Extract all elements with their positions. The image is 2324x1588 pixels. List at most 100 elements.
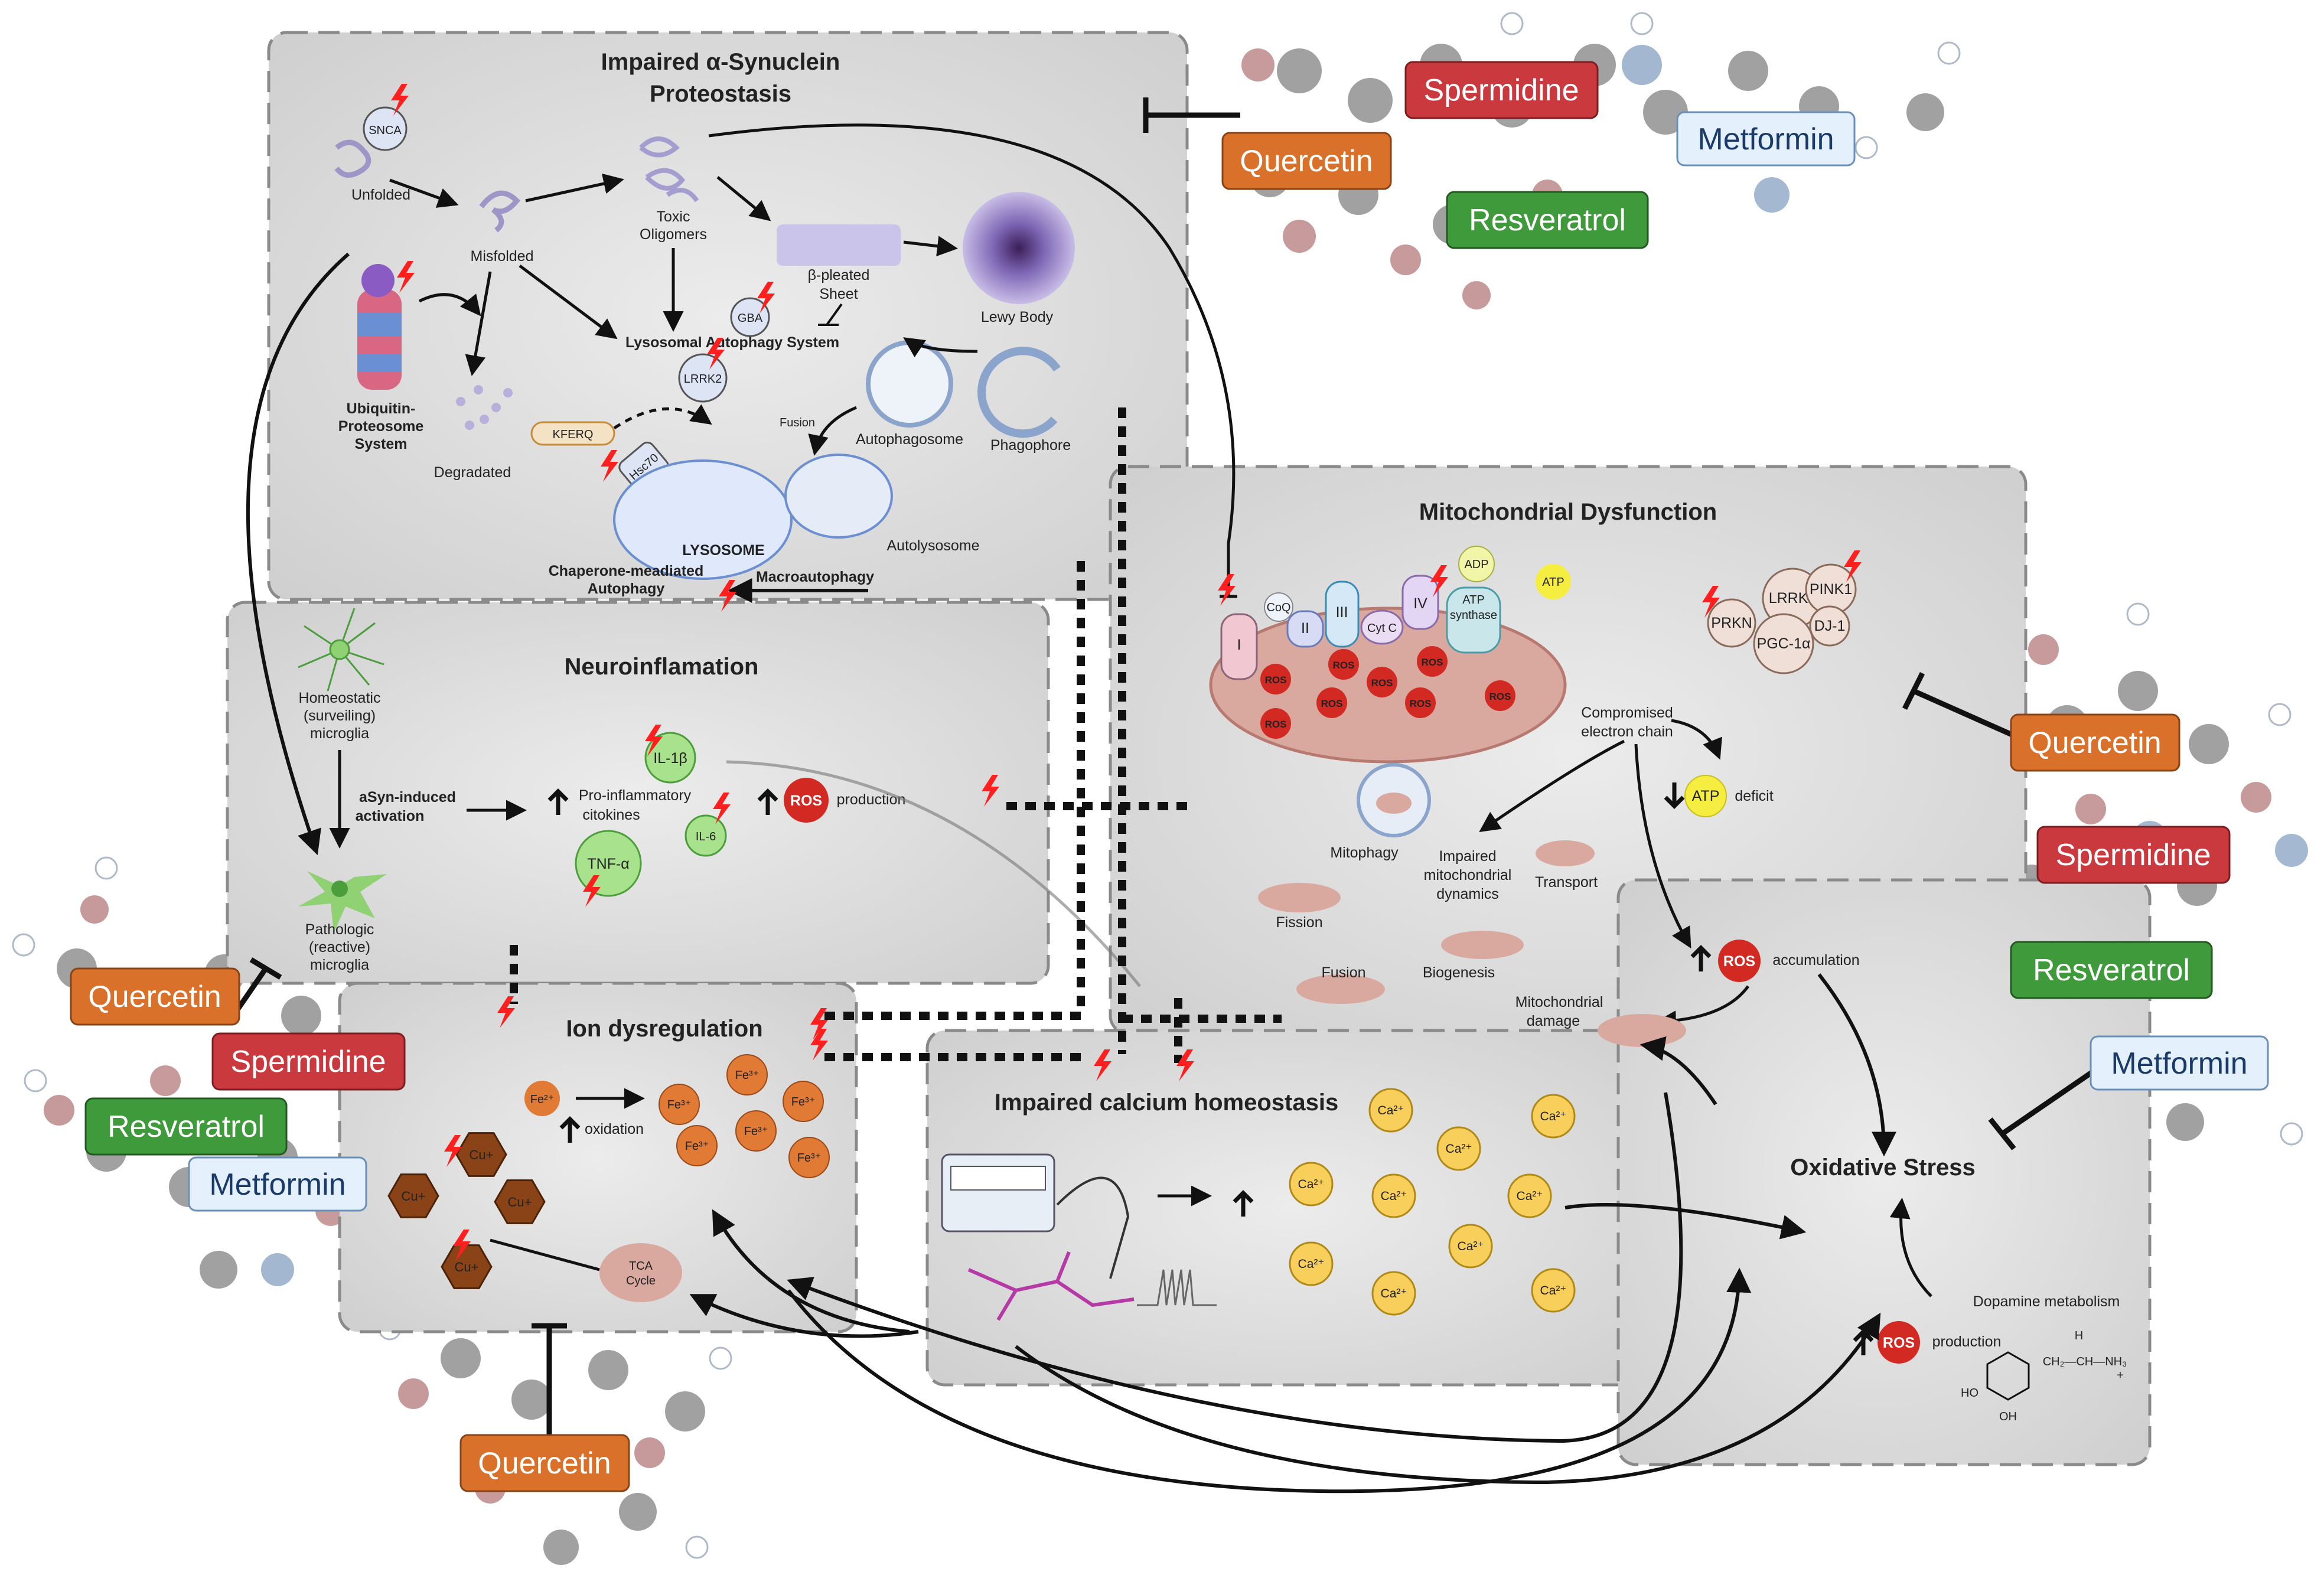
panel-frames: [226, 31, 2152, 1466]
svg-text:Quercetin: Quercetin: [478, 1446, 611, 1481]
pd-dj1-label: DJ-1: [1814, 618, 1846, 634]
il1b-label: IL-1β: [653, 750, 687, 767]
il6-label: IL-6: [696, 830, 716, 843]
ros-sphere: [1367, 667, 1397, 697]
spermidine-left: Spermidine: [211, 1032, 406, 1091]
calcium-ion: [1448, 1224, 1493, 1269]
transport-label: Transport: [1535, 874, 1598, 891]
ros-sphere-label: ROS: [1489, 691, 1511, 702]
ros-sphere: [1328, 649, 1359, 680]
pleated-label-2: Sheet: [819, 286, 858, 302]
atp-label: ATP: [1542, 576, 1564, 589]
mutation-bolt-icon: [1702, 586, 1720, 618]
mutation-bolt-icon: [713, 793, 731, 824]
svg-text:Quercetin: Quercetin: [2028, 726, 2161, 760]
fe3-label: Fe³⁺: [797, 1152, 822, 1165]
asyn-label-1: aSyn-induced: [359, 789, 456, 806]
gba-label: GBA: [738, 312, 763, 325]
calcium-ion: [1531, 1094, 1576, 1139]
tca-label-2: Cycle: [626, 1274, 656, 1287]
degradated-label: Degradated: [434, 464, 511, 481]
ros-sphere: [1417, 646, 1448, 677]
fe2-label: Fe²⁺: [530, 1093, 555, 1106]
synuclein-to-complex-inhibit: [708, 123, 1237, 598]
svg-text:Resveratrol: Resveratrol: [107, 1110, 265, 1144]
fe3-ion: [735, 1110, 777, 1152]
resveratrol-left: Resveratrol: [84, 1097, 288, 1156]
ros-sphere-label: ROS: [1321, 698, 1343, 709]
calcium-label: Ca²⁺: [1446, 1142, 1472, 1156]
cu-ion: [494, 1179, 546, 1224]
biogenesis-label: Biogenesis: [1423, 964, 1495, 981]
calcium-ion: [1371, 1173, 1416, 1218]
ion-title: Ion dysregulation: [566, 1016, 762, 1042]
tnfa-label: TNF-α: [587, 856, 629, 872]
spermidine-top: Spermidine: [1404, 61, 1599, 119]
calcium-label: Ca²⁺: [1381, 1287, 1407, 1300]
autolysosome-label: Autolysosome: [886, 537, 979, 554]
dopamine-oh-label: OH: [1999, 1410, 2017, 1423]
panel-synuclein: [267, 31, 1189, 601]
pro-label-1: Pro-inflammatory: [579, 787, 692, 804]
calcium-label: Ca²⁺: [1540, 1110, 1567, 1123]
toxic-oligomer-icon: [639, 136, 699, 203]
pd-pink1-label: PINK1: [1810, 581, 1852, 598]
tca-mito-icon: [599, 1243, 682, 1302]
svg-text:Resveratrol: Resveratrol: [1469, 203, 1626, 237]
ros-sphere: [1260, 664, 1291, 694]
resveratrol-right: Resveratrol: [2010, 941, 2213, 999]
mito-panel-content: Mitochondrial Dysfunction I CoQ II III C…: [1209, 499, 1860, 1047]
coq-label: CoQ: [1266, 601, 1290, 614]
fission-label: Fission: [1276, 914, 1322, 931]
mutation-bolt-icon: [444, 1135, 462, 1167]
damage-label-1: Mitochondrial: [1515, 994, 1603, 1010]
lrrk2-gene-icon: [678, 353, 728, 403]
svg-text:Spermidine: Spermidine: [2055, 838, 2211, 872]
lysosome-icon: [613, 459, 793, 580]
fe2-icon: [524, 1081, 560, 1116]
neuro-title: Neuroinflamation: [565, 654, 759, 680]
toxic-label-2: Oligomers: [640, 226, 707, 243]
calcium-ions: Ca²⁺Ca²⁺Ca²⁺Ca²⁺Ca²⁺Ca²⁺Ca²⁺Ca²⁺Ca²⁺Ca²⁺: [1289, 1088, 1576, 1316]
atp-synthase-label-2: synthase: [1450, 609, 1497, 622]
gba-gene-icon: [730, 297, 770, 337]
synuclein-title-2: Proteostasis: [650, 81, 791, 107]
dopamine-plus-label: +: [2117, 1369, 2124, 1382]
ros-sphere-label: ROS: [1333, 660, 1355, 671]
calcium-ion: [1507, 1173, 1552, 1218]
asyn-label-2: activation: [356, 808, 425, 824]
complex-3-label: III: [1336, 604, 1348, 621]
path-label-2: (reactive): [309, 939, 370, 956]
ros-sphere: [1405, 687, 1436, 718]
tca-label-1: TCA: [629, 1260, 653, 1273]
lewy-label: Lewy Body: [981, 309, 1054, 325]
cma-label-1: Chaperone-meadiated: [549, 563, 704, 579]
atp-deficit-atp-label: ATP: [1692, 788, 1720, 804]
metformin-top: Metformin: [1676, 111, 1856, 167]
calcium-label: Ca²⁺: [1381, 1189, 1407, 1203]
calcium-ion: [1531, 1268, 1576, 1313]
quercetin-left: Quercetin: [70, 967, 240, 1026]
calcium-label: Ca²⁺: [1298, 1178, 1325, 1191]
ros-sphere-label: ROS: [1371, 677, 1393, 689]
atp-synthase-label-1: ATP: [1462, 594, 1484, 606]
increase-arrow-icon: [547, 788, 569, 815]
ros-sphere-label: ROS: [1410, 698, 1432, 709]
ros-sphere: [1260, 708, 1291, 739]
autophagosome-icon: [866, 340, 953, 428]
calcium-title: Impaired calcium homeostasis: [995, 1090, 1338, 1116]
fe3-label: Fe³⁺: [744, 1125, 768, 1138]
calcium-label: Ca²⁺: [1517, 1189, 1543, 1203]
mutation-bolt-icon: [397, 261, 415, 293]
quercetin-bottom: Quercetin: [459, 1434, 630, 1492]
calcium-label: Ca²⁺: [1540, 1284, 1567, 1297]
cu-ion: [441, 1244, 493, 1289]
beta-sheet-icon: [777, 224, 901, 266]
lrrk2-label: LRRK2: [684, 373, 722, 386]
homeo-label-1: Homeostatic: [299, 690, 381, 706]
synuclein-title-1: Impaired α-Synuclein: [601, 49, 840, 75]
ros-production-label: production: [837, 791, 906, 808]
fe3-ions: Fe³⁺Fe³⁺Fe³⁺Fe³⁺Fe³⁺Fe³⁺: [659, 1054, 830, 1178]
